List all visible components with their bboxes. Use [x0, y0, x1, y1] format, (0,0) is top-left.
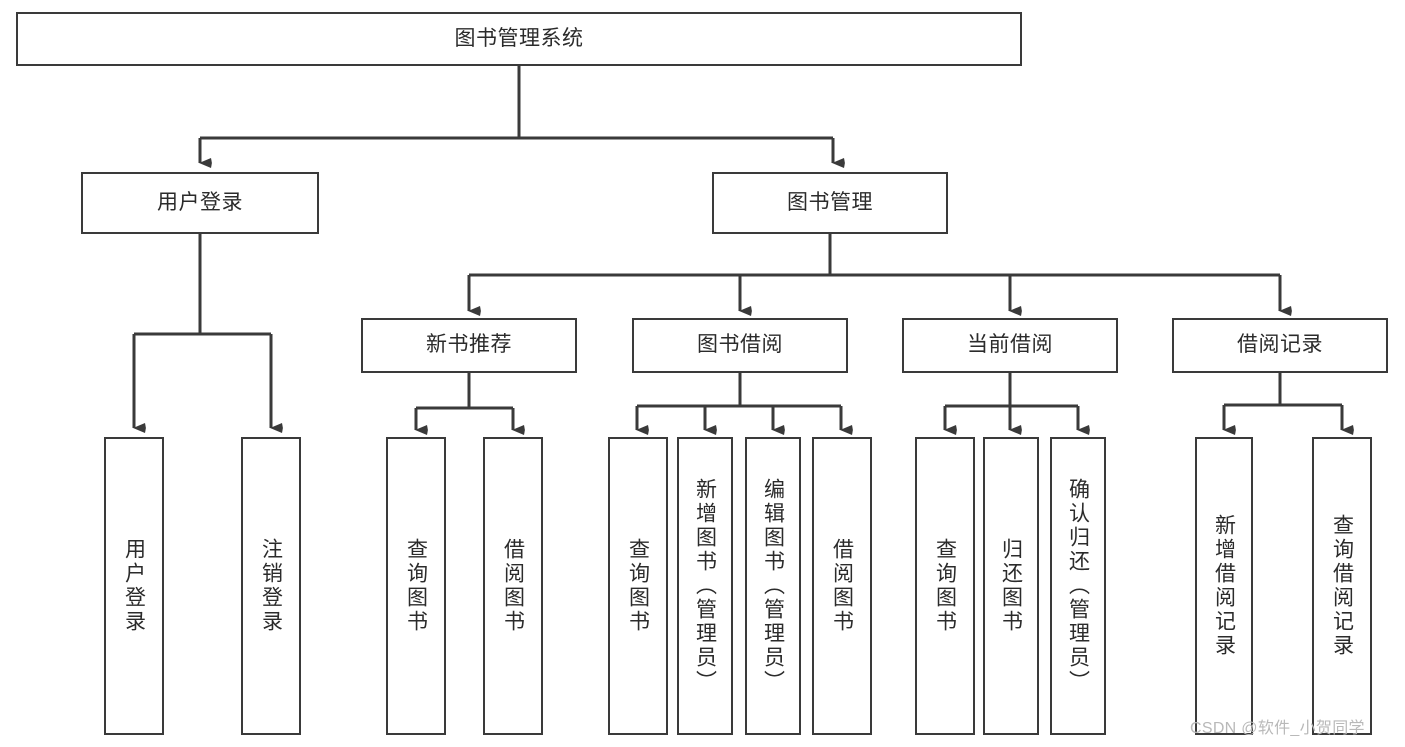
node-leaf-user-logout[interactable]: 注销登录: [241, 437, 301, 735]
node-leaf-add-record[interactable]: 新增借阅记录: [1195, 437, 1253, 735]
node-leaf-query-book-3-label: 查询图书: [933, 538, 957, 634]
node-leaf-user-login[interactable]: 用户登录: [104, 437, 164, 735]
node-leaf-return-book[interactable]: 归还图书: [983, 437, 1039, 735]
node-leaf-user-login-label: 用户登录: [122, 538, 146, 634]
csdn-watermark: CSDN @软件_小贺同学: [1190, 720, 1365, 737]
node-leaf-user-logout-label: 注销登录: [259, 538, 283, 634]
node-leaf-edit-book[interactable]: 编辑图书（管理员）: [745, 437, 801, 735]
node-leaf-query-book-3[interactable]: 查询图书: [915, 437, 975, 735]
node-leaf-confirm-return-label: 确认归还（管理员）: [1066, 478, 1090, 694]
node-book-borrow[interactable]: 图书借阅: [632, 318, 848, 373]
node-leaf-add-book-label: 新增图书（管理员）: [693, 478, 717, 694]
node-leaf-return-book-label: 归还图书: [999, 538, 1023, 634]
node-leaf-query-record[interactable]: 查询借阅记录: [1312, 437, 1372, 735]
node-current-borrow-label: 当前借阅: [967, 333, 1053, 357]
node-book-manage[interactable]: 图书管理: [712, 172, 948, 234]
node-root[interactable]: 图书管理系统: [16, 12, 1022, 66]
node-leaf-add-book[interactable]: 新增图书（管理员）: [677, 437, 733, 735]
node-new-book-recommend[interactable]: 新书推荐: [361, 318, 577, 373]
node-current-borrow[interactable]: 当前借阅: [902, 318, 1118, 373]
node-leaf-query-book-1-label: 查询图书: [404, 538, 428, 634]
node-leaf-borrow-book-2-label: 借阅图书: [830, 538, 854, 634]
node-user-login[interactable]: 用户登录: [81, 172, 319, 234]
node-leaf-borrow-book-1[interactable]: 借阅图书: [483, 437, 543, 735]
node-borrow-record-label: 借阅记录: [1237, 333, 1323, 357]
node-borrow-record[interactable]: 借阅记录: [1172, 318, 1388, 373]
node-leaf-confirm-return[interactable]: 确认归还（管理员）: [1050, 437, 1106, 735]
node-leaf-query-book-1[interactable]: 查询图书: [386, 437, 446, 735]
node-leaf-add-record-label: 新增借阅记录: [1212, 514, 1236, 658]
node-book-borrow-label: 图书借阅: [697, 333, 783, 357]
node-leaf-edit-book-label: 编辑图书（管理员）: [761, 478, 785, 694]
node-leaf-query-book-2[interactable]: 查询图书: [608, 437, 668, 735]
node-root-label: 图书管理系统: [454, 26, 584, 50]
node-book-manage-label: 图书管理: [787, 190, 873, 214]
node-leaf-query-book-2-label: 查询图书: [626, 538, 650, 634]
node-user-login-label: 用户登录: [157, 190, 243, 214]
node-leaf-borrow-book-1-label: 借阅图书: [501, 538, 525, 634]
node-leaf-borrow-book-2[interactable]: 借阅图书: [812, 437, 872, 735]
node-new-book-recommend-label: 新书推荐: [426, 333, 512, 357]
node-leaf-query-record-label: 查询借阅记录: [1330, 514, 1354, 658]
